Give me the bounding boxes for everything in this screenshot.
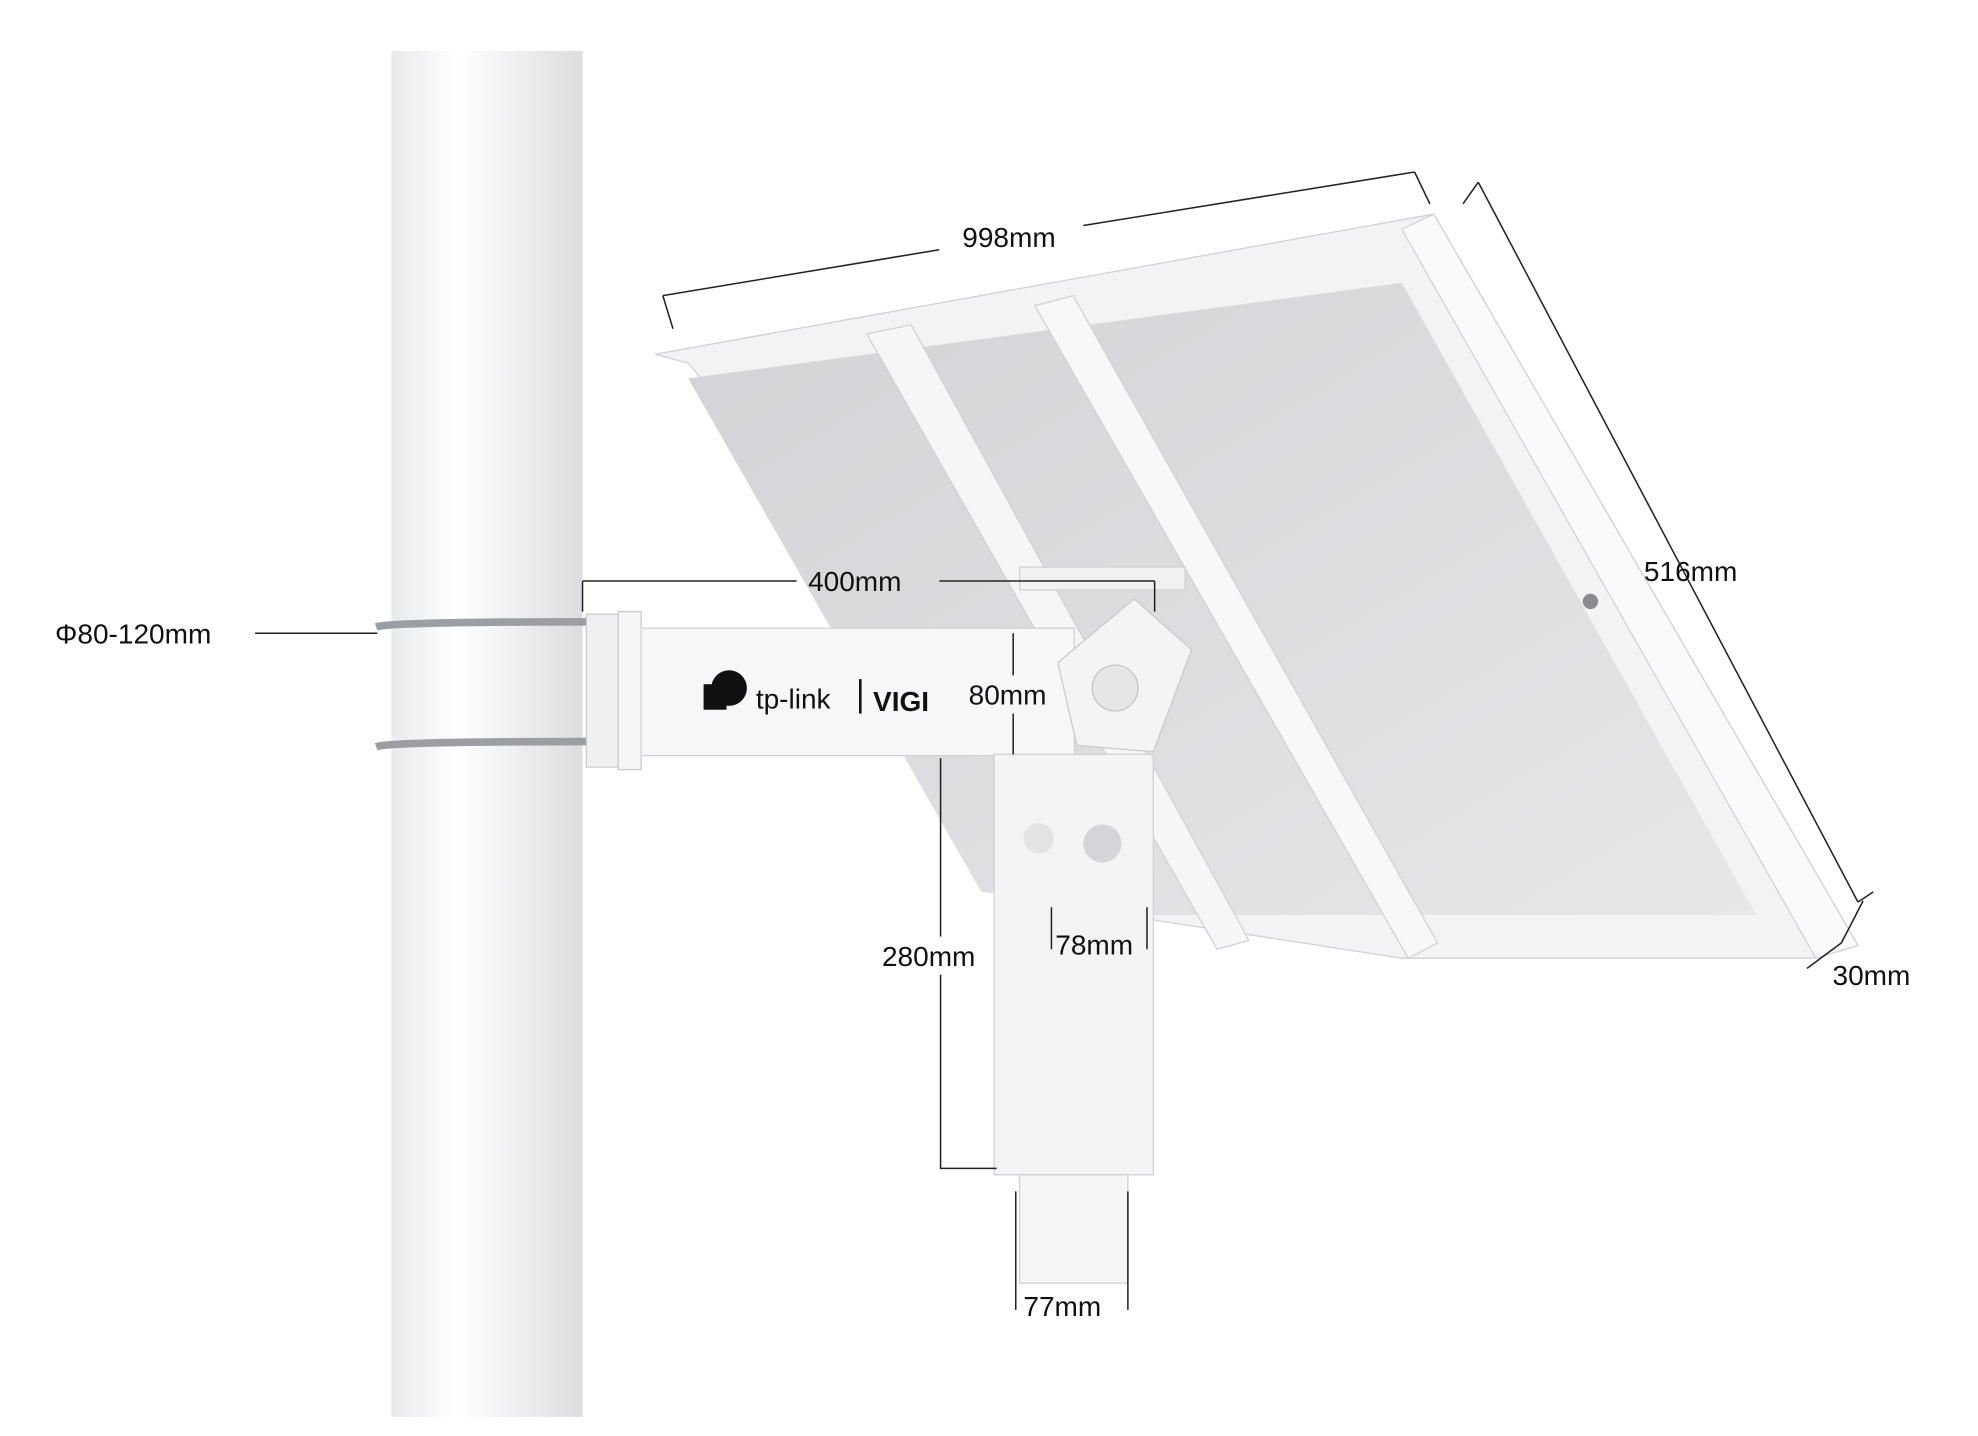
pole-diameter-label: Φ80-120mm: [55, 618, 211, 649]
dimension-lines: [255, 171, 1874, 1310]
tp-link-vigi-logo: tp-link VIGI: [703, 670, 929, 717]
arm-length-label: 400mm: [808, 566, 901, 597]
panel-width-label: 998mm: [962, 222, 1055, 253]
mount-arm: [374, 566, 1193, 1284]
panel-thickness-label: 30mm: [1833, 960, 1911, 991]
mount-tube-diameter-label: 77mm: [1023, 1291, 1101, 1322]
tp-link-logo-text: tp-link: [756, 683, 832, 714]
arm-height-label: 80mm: [969, 680, 1047, 711]
vigi-logo-text: VIGI: [873, 686, 929, 717]
bracket-width-label: 78mm: [1055, 929, 1133, 960]
panel-height-label: 516mm: [1644, 556, 1737, 587]
solar-panel: [654, 213, 1859, 960]
bracket-length-label: 280mm: [882, 941, 975, 972]
pole: [391, 50, 583, 1417]
